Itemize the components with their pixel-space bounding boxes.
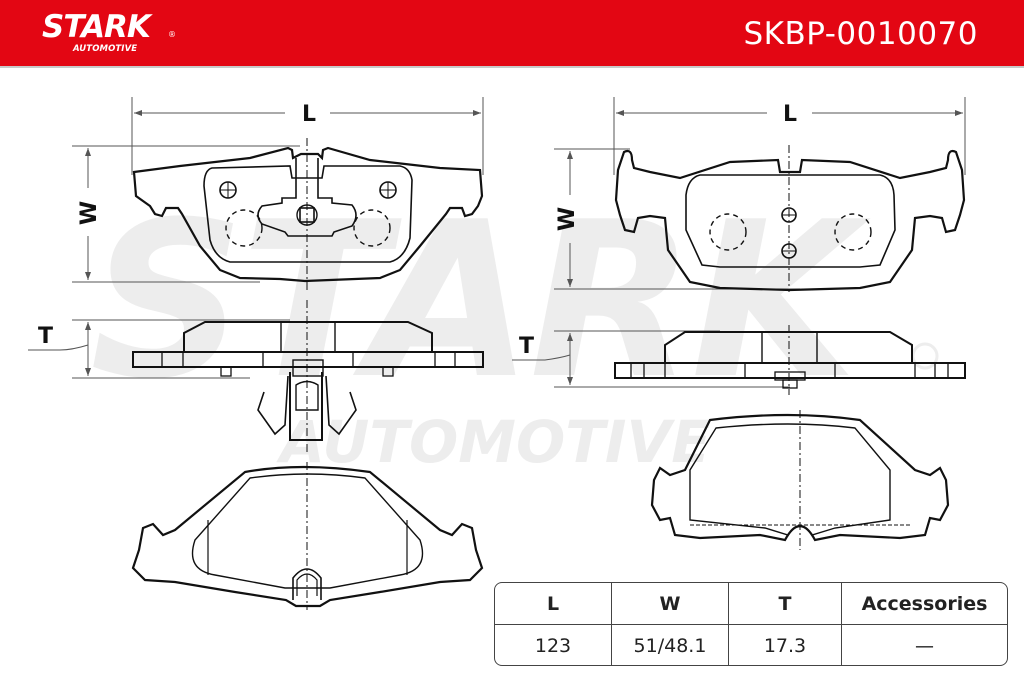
value-accessories: — [915,635,934,657]
right-width-label: W [555,206,581,232]
header-thickness: T [729,583,842,625]
technical-drawing: STARK AUTOMOTIVE [0,70,1024,682]
left-pad-top-view [72,97,484,290]
brand-subtitle: AUTOMOTIVE [73,44,138,54]
header-length: L [495,583,612,625]
header-bar: STARK ® AUTOMOTIVE SKBP-0010070 [0,0,1024,68]
brand-name: STARK [42,9,151,45]
left-pad-side-view [28,300,484,455]
svg-text:AUTOMOTIVE: AUTOMOTIVE [276,408,711,476]
drawing-svg: STARK AUTOMOTIVE [28,97,966,610]
watermark: STARK AUTOMOTIVE [90,175,939,476]
header-width: W [612,583,729,625]
right-pad-bottom-view [650,410,950,550]
value-width: 51/48.1 [612,625,729,665]
svg-text:STARK: STARK [90,175,871,426]
left-thickness-label: T [38,324,54,349]
value-thickness: 17.3 [729,625,842,665]
spec-table: L W T Accessories 123 51/48.1 17.3 — [494,582,1008,666]
value-length: 123 [495,625,612,665]
part-number: SKBP-0010070 [743,16,978,52]
left-length-label: L [302,102,317,127]
registered-mark: ® [168,30,176,39]
stark-logo: STARK ® AUTOMOTIVE [42,10,182,58]
right-pad-top-view [554,97,966,292]
left-width-label: W [77,200,103,226]
right-pad-side-view [512,325,966,395]
right-length-label: L [783,102,798,127]
header-accessories: Accessories [842,583,1007,625]
left-pad-bottom-view [131,462,484,610]
right-thickness-label: T [519,334,535,359]
